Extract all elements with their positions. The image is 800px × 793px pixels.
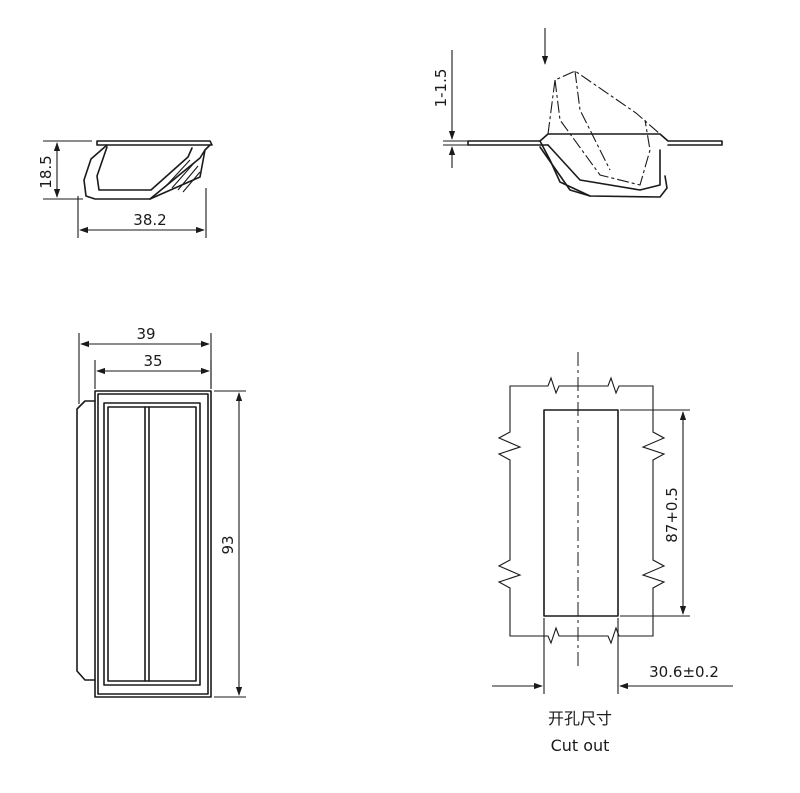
dim-press-depth: 1-1.5 (432, 69, 450, 108)
dim-cutout-length: 87+0.5 (663, 487, 681, 543)
caption-english: Cut out (551, 736, 610, 755)
dim-outer-width: 39 (136, 325, 155, 343)
install-view: 1-1.5 (432, 28, 723, 198)
front-view: 39 35 93 (76, 325, 246, 698)
dim-inner-width: 35 (143, 352, 162, 370)
cutout-view: 87+0.5 30.6±0.2 开孔尺寸 Cut out (492, 352, 733, 755)
caption-chinese: 开孔尺寸 (548, 709, 612, 728)
dim-side-width: 38.2 (133, 211, 166, 229)
side-view: 18.5 38.2 (37, 140, 213, 238)
dim-length: 93 (219, 535, 237, 554)
dim-cutout-width: 30.6±0.2 (649, 663, 719, 681)
dim-side-height: 18.5 (37, 155, 55, 188)
